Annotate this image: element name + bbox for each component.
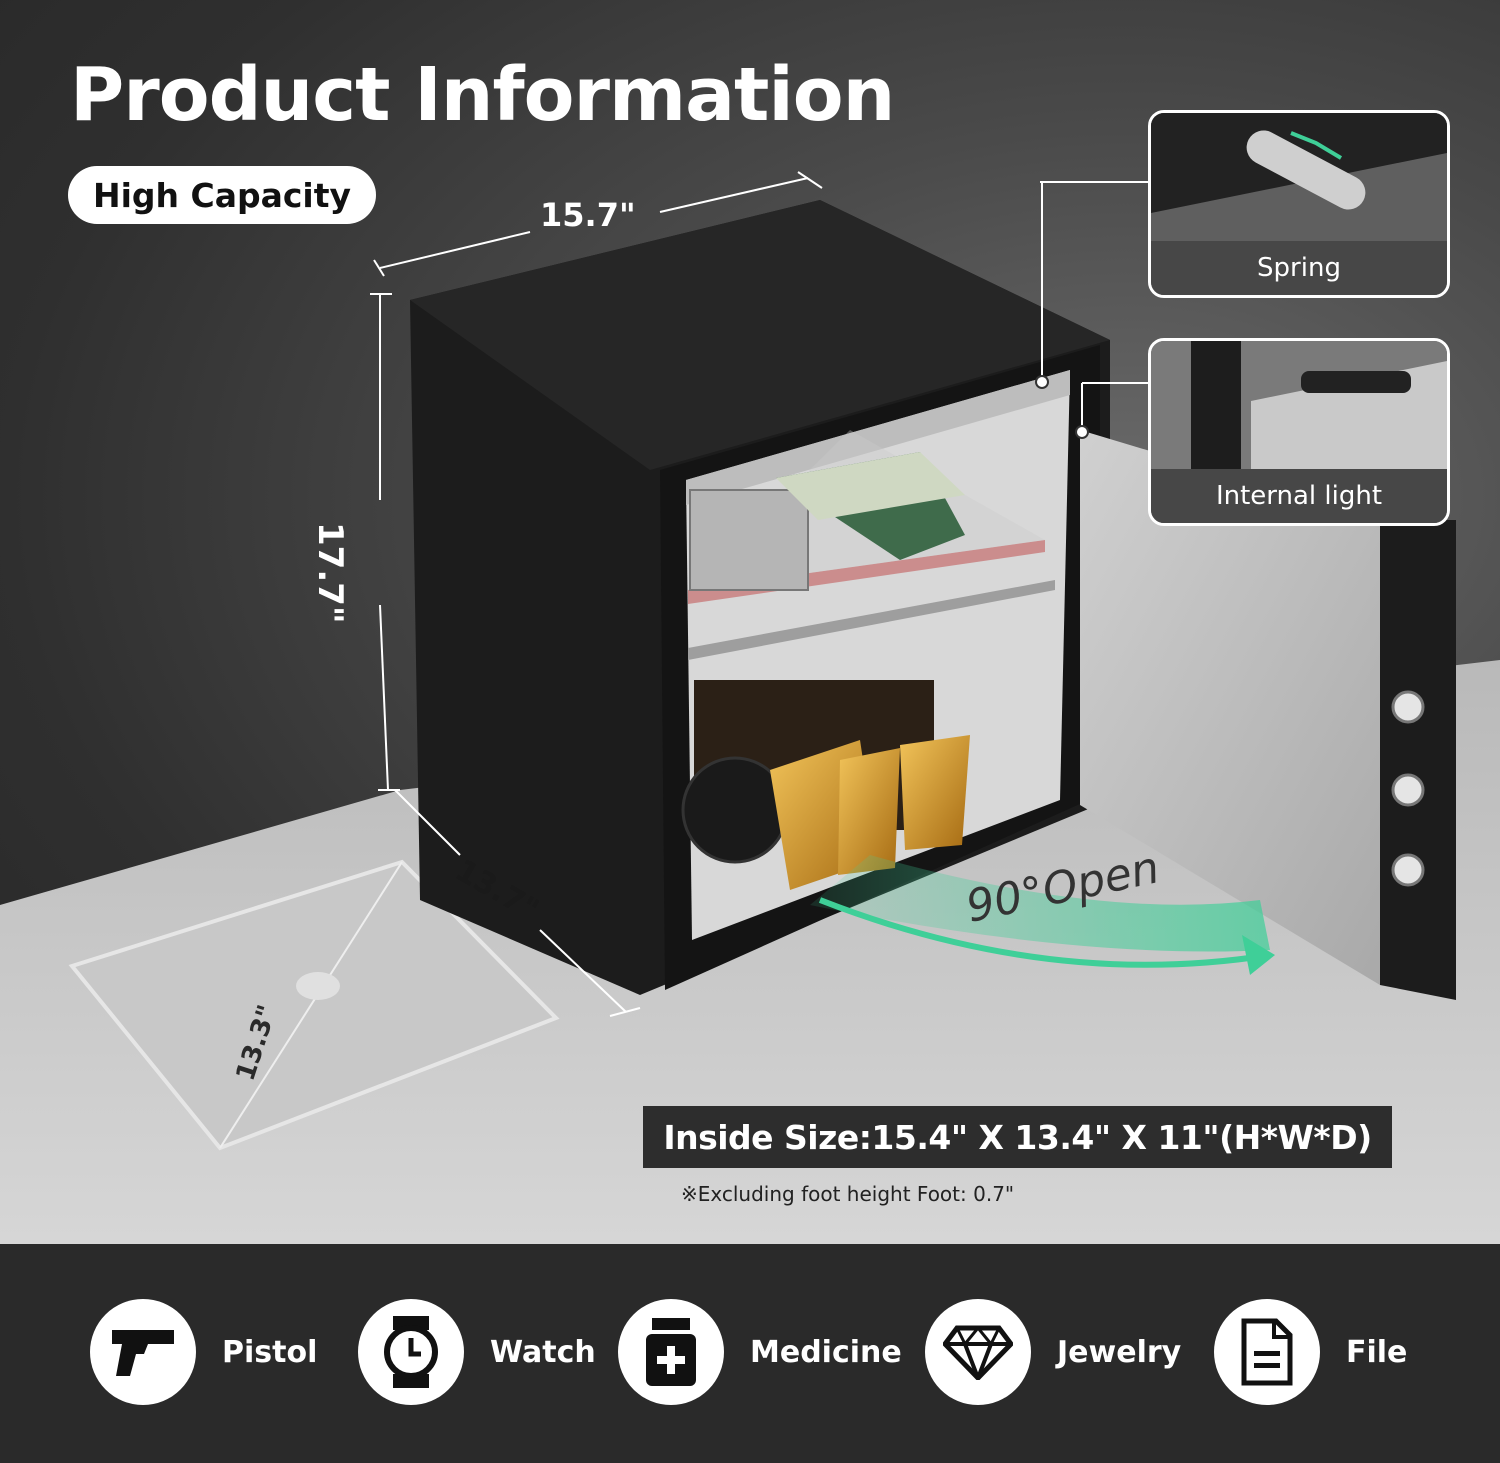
inside-size-bar: Inside Size:15.4" X 13.4" X 11"(H*W*D) [643, 1106, 1392, 1168]
file-icon [1214, 1299, 1320, 1405]
capacity-badge: High Capacity [68, 166, 376, 224]
spring-callout: Spring [1148, 110, 1450, 298]
open-arc [810, 855, 1270, 952]
hero-section: Product Information High Capacity 15.7" … [0, 0, 1500, 1244]
width-dimension-label: 15.7" [540, 196, 636, 234]
use-label: Jewelry [1057, 1334, 1182, 1370]
page-title: Product Information [70, 52, 895, 138]
scene-illustration [0, 171, 1500, 1244]
use-label: File [1346, 1334, 1408, 1370]
watch-icon [358, 1299, 464, 1405]
laptop-illustration [68, 859, 560, 1151]
internal-light-caption: Internal light [1151, 469, 1447, 523]
open-arc-arrow [818, 897, 1271, 968]
foot-height-note: ※Excluding foot height Foot: 0.7" [681, 1182, 1015, 1206]
internal-light-callout: Internal light [1148, 338, 1450, 526]
use-item-jewelry: Jewelry [925, 1299, 1181, 1405]
medicine-icon [618, 1299, 724, 1405]
internal-light-image [1151, 341, 1447, 469]
use-item-file: File [1214, 1299, 1407, 1405]
spring-image [1151, 113, 1447, 241]
diamond-icon [925, 1299, 1031, 1405]
use-item-watch: Watch [358, 1299, 596, 1405]
pistol-icon [90, 1299, 196, 1405]
dimension-lines [370, 171, 1148, 1017]
safe-door [1080, 430, 1456, 1000]
use-label: Medicine [750, 1334, 902, 1370]
use-item-medicine: Medicine [618, 1299, 902, 1405]
spring-caption: Spring [1151, 241, 1447, 295]
use-label: Watch [490, 1334, 596, 1370]
storage-uses-bar: Pistol Watch M [0, 1244, 1500, 1463]
use-label: Pistol [222, 1334, 318, 1370]
safe-contents [681, 452, 970, 890]
height-dimension-label: 17.7" [310, 522, 350, 624]
use-item-pistol: Pistol [90, 1299, 317, 1405]
